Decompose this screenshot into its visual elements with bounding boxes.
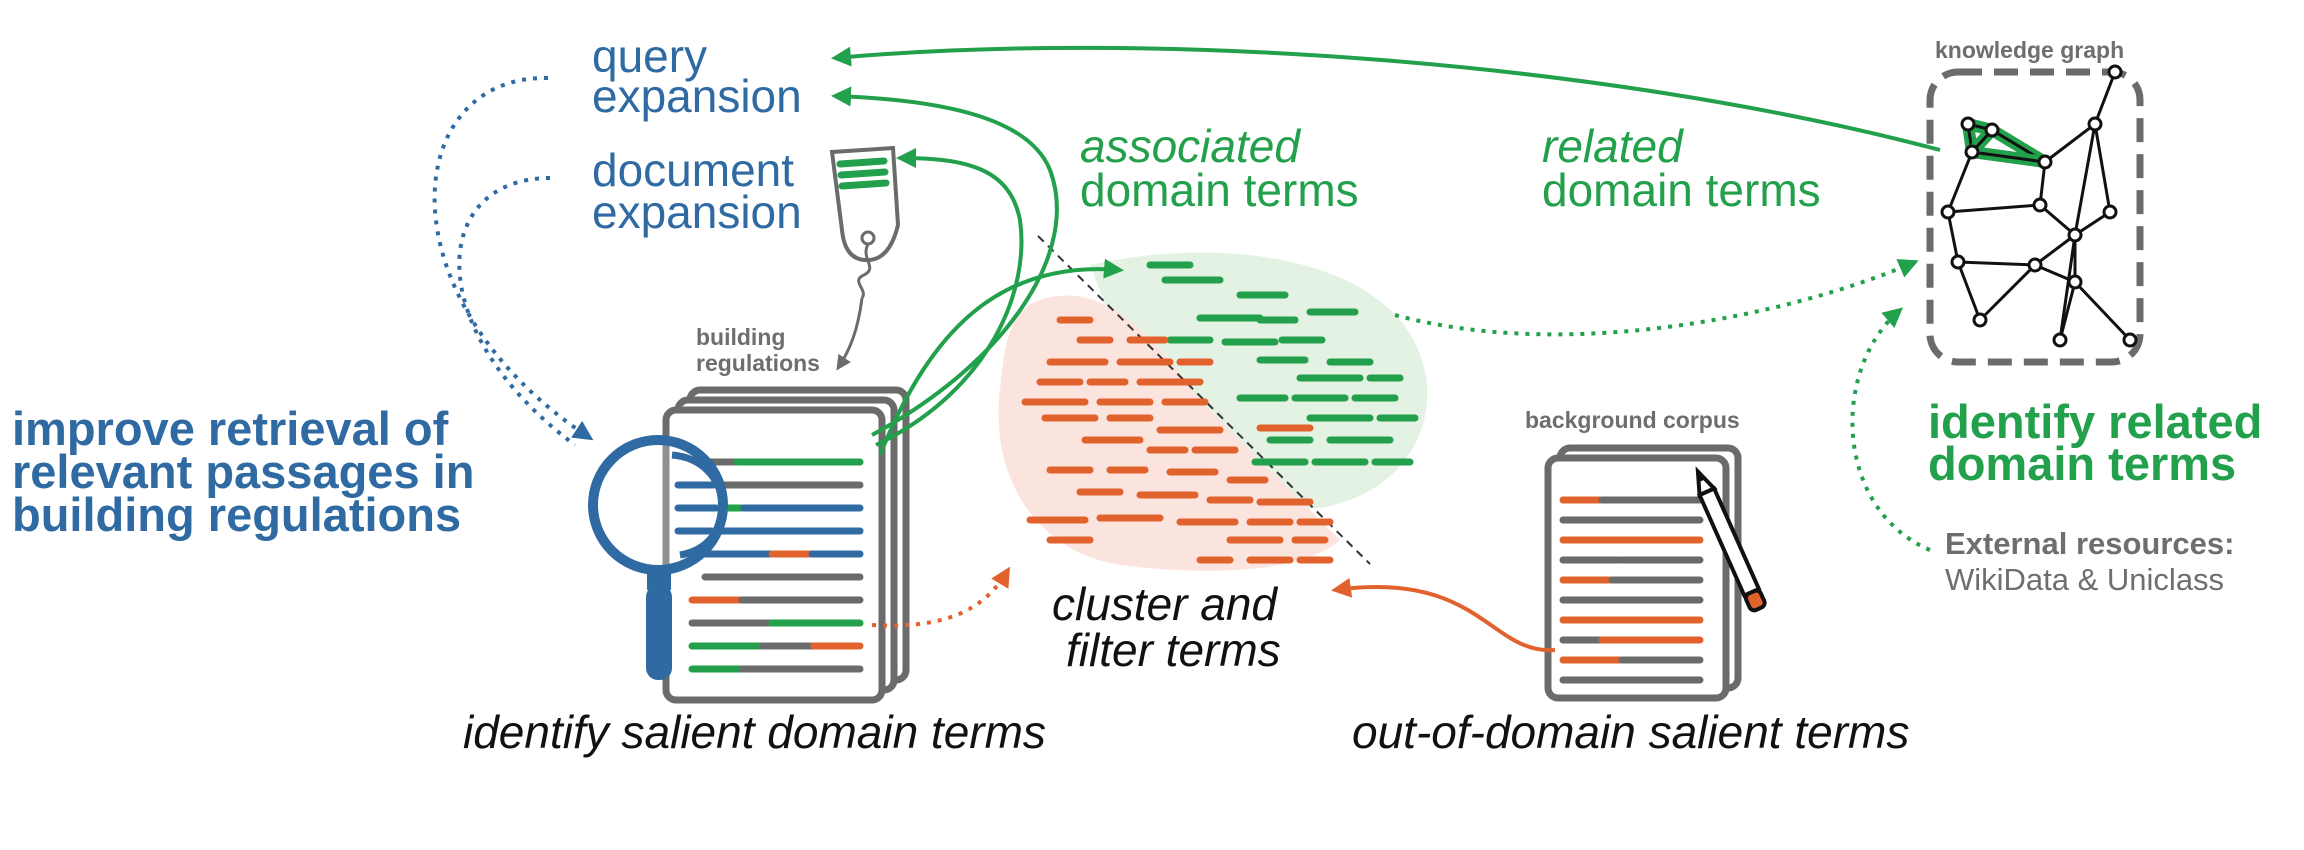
query-to-retrieval-arrow bbox=[432, 75, 594, 441]
kg-node bbox=[2107, 64, 2123, 80]
kg-node bbox=[1964, 144, 1980, 160]
tag-icon bbox=[829, 145, 901, 371]
cluster-divider-line bbox=[1037, 235, 1371, 565]
kg-edge bbox=[1946, 150, 1974, 214]
kg-edge bbox=[1946, 210, 1960, 264]
kg-edge bbox=[2033, 233, 2077, 267]
background-corpus-icon bbox=[1544, 444, 1742, 702]
magnifier-icon bbox=[588, 435, 728, 680]
kg-edge bbox=[2093, 70, 2117, 126]
background-corpus-label: background corpus bbox=[1525, 407, 1740, 433]
related-terms-label-2: domain terms bbox=[1542, 164, 1821, 216]
external-resources-label-2: WikiData & Uniclass bbox=[1945, 562, 2224, 597]
kg-edge bbox=[1978, 263, 2037, 322]
kg-node bbox=[2067, 274, 2083, 290]
docs-to-tag-arrow bbox=[875, 148, 1024, 447]
kg-edge bbox=[2093, 122, 2112, 214]
kg-node bbox=[2122, 332, 2138, 348]
associated-terms-label-1: associated bbox=[1080, 120, 1301, 172]
identify-related-label-2: domain terms bbox=[1928, 437, 2236, 490]
cluster-filter-label-1: cluster and bbox=[1052, 578, 1278, 630]
kg-edge bbox=[1956, 260, 1982, 322]
knowledge-graph-icon bbox=[1926, 64, 2144, 366]
kg-edge bbox=[2038, 203, 2077, 237]
associated-terms-label-2: domain terms bbox=[1080, 164, 1359, 216]
query-expansion-label-2: expansion bbox=[592, 70, 802, 122]
external-to-graph-arrow bbox=[1850, 307, 1931, 552]
building-regulations-label-1: building bbox=[696, 324, 785, 350]
identify-salient-label: identify salient domain terms bbox=[463, 706, 1046, 758]
tag-string bbox=[857, 243, 872, 299]
kg-edge bbox=[1970, 150, 2047, 164]
kg-node bbox=[1960, 116, 1976, 132]
kg-node bbox=[2087, 116, 2103, 132]
document-stack-icon bbox=[662, 386, 910, 704]
docs-to-cluster-orange-arrow bbox=[871, 566, 1011, 628]
goal-label-2: relevant passages in bbox=[12, 445, 474, 498]
kg-edge bbox=[2043, 122, 2097, 164]
kg-node bbox=[2102, 204, 2118, 220]
kg-edge bbox=[2073, 280, 2132, 342]
identify-related-label-1: identify related bbox=[1928, 395, 2262, 448]
docexp-to-retrieval-arrow bbox=[457, 176, 577, 447]
kg-node bbox=[1950, 254, 1966, 270]
pencil-icon bbox=[1695, 466, 1767, 613]
docs-to-cluster-arrow bbox=[878, 258, 1124, 456]
building-regulations-label-2: regulations bbox=[696, 350, 820, 376]
query-expansion-label-1: query bbox=[592, 30, 707, 82]
document-text-lines bbox=[688, 458, 864, 673]
kg-node bbox=[2052, 332, 2068, 348]
term-cluster bbox=[998, 235, 1428, 571]
goal-label-1: improve retrieval of bbox=[12, 402, 449, 455]
kg-edge bbox=[2058, 233, 2077, 342]
kg-node bbox=[2032, 197, 2048, 213]
related-terms-label-1: related bbox=[1542, 120, 1684, 172]
cluster-term-dashes bbox=[1021, 261, 1419, 564]
corpus-text-lines bbox=[1559, 496, 1704, 684]
in-domain-cluster-blob bbox=[1090, 252, 1428, 510]
goal-label-3: building regulations bbox=[12, 488, 461, 541]
kg-node bbox=[2067, 227, 2083, 243]
document-expansion-label-1: document bbox=[592, 144, 794, 196]
document-expansion-label-2: expansion bbox=[592, 186, 802, 238]
kg-node bbox=[1940, 204, 1956, 220]
corpus-to-cluster-arrow bbox=[1331, 577, 1556, 653]
knowledge-graph-nodes bbox=[1940, 64, 2138, 348]
cluster-filter-label-2: filter terms bbox=[1066, 624, 1281, 676]
knowledge-graph-label: knowledge graph bbox=[1935, 37, 2124, 63]
labels: query expansion document expansion assoc… bbox=[12, 30, 2262, 758]
tag-to-document-arrow bbox=[836, 297, 864, 371]
related-to-query-arrow bbox=[831, 45, 1941, 152]
arrows bbox=[432, 45, 1941, 653]
external-resources-label-1: External resources: bbox=[1945, 526, 2234, 561]
docs-to-query-arrow bbox=[831, 86, 1059, 437]
kg-node bbox=[2037, 154, 2053, 170]
kg-edge bbox=[2073, 122, 2097, 237]
kg-node bbox=[1984, 122, 2000, 138]
kg-edge bbox=[1956, 260, 2037, 267]
kg-edge bbox=[1946, 203, 2042, 214]
cluster-to-graph-arrow bbox=[1394, 259, 1919, 337]
kg-node bbox=[2027, 257, 2043, 273]
kg-node bbox=[1972, 312, 1988, 328]
out-of-domain-label: out-of-domain salient terms bbox=[1352, 706, 1909, 758]
